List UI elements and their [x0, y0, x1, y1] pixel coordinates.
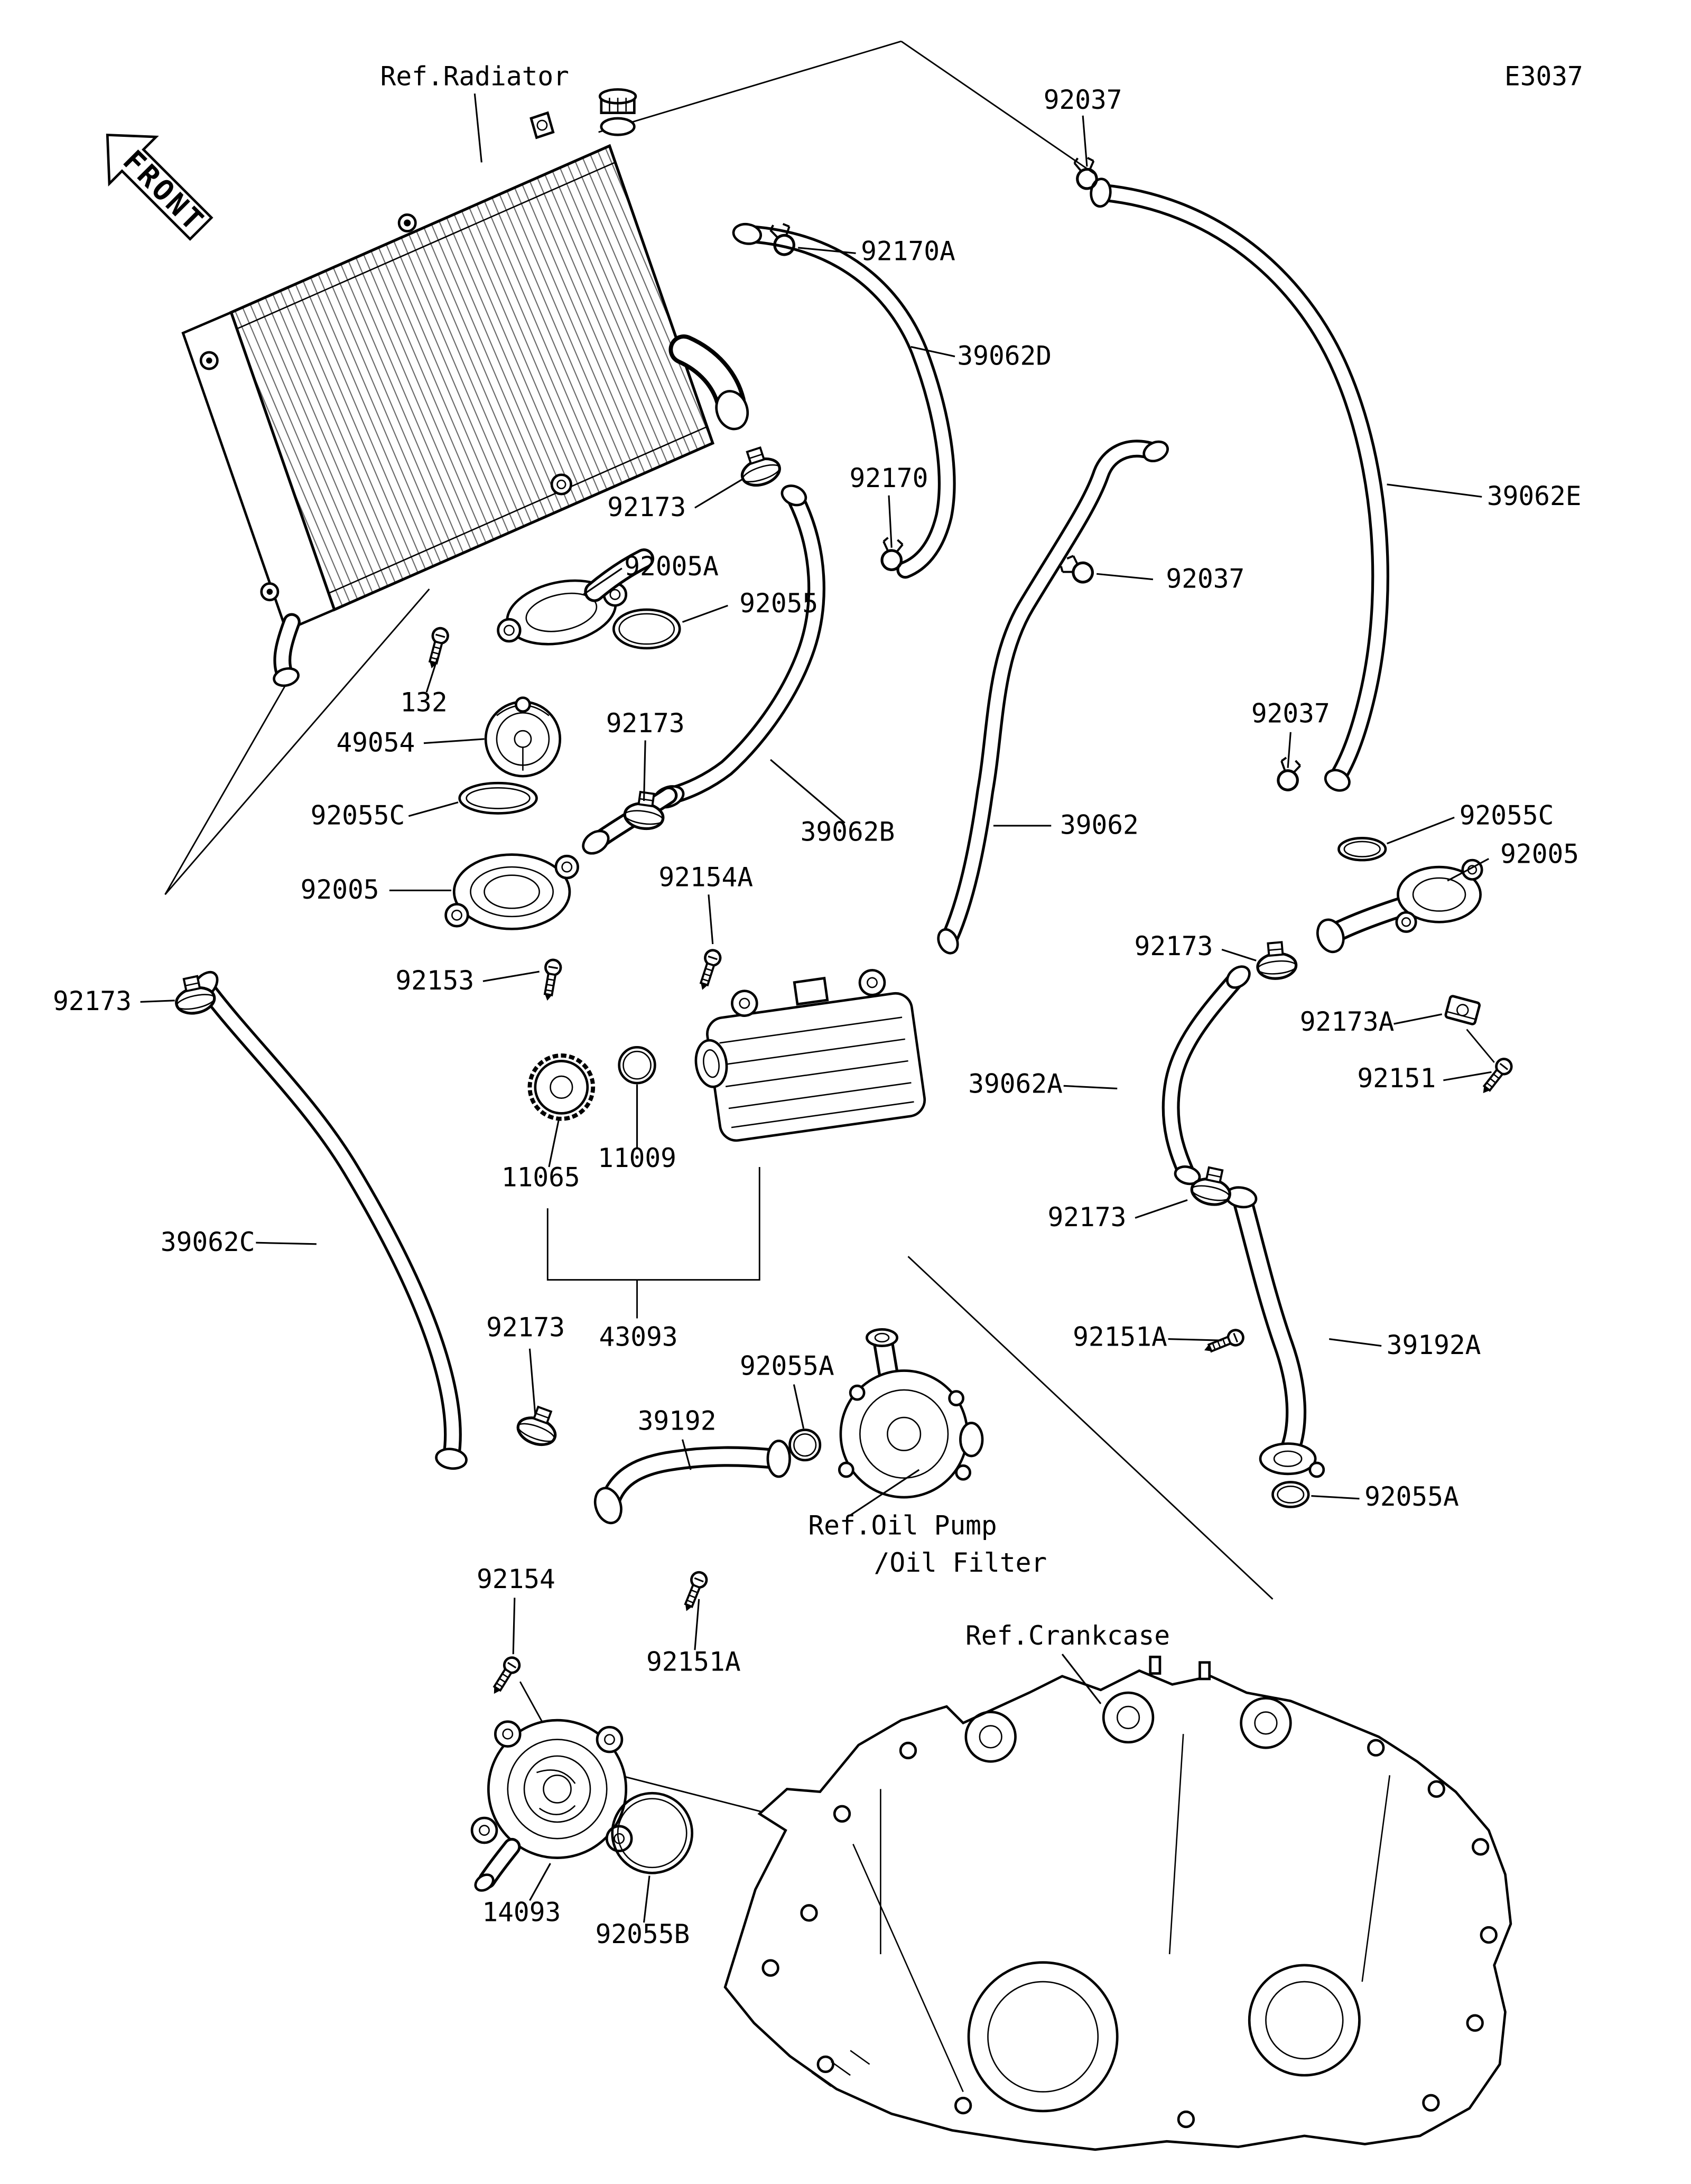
part-label-92151a-2: 92151A: [646, 1646, 741, 1677]
hose-39062: [937, 440, 1169, 955]
oring-92055b: [611, 1791, 694, 1874]
screw-132: [424, 627, 450, 670]
part-label-92055a-2: 92055A: [1364, 1481, 1459, 1512]
ref-oil-filter-label: /Oil Filter: [874, 1547, 1047, 1578]
hose-39062d: [732, 222, 956, 579]
cap-11065: [527, 1053, 596, 1121]
band-clamp-92173-3: [1256, 941, 1297, 980]
part-label-92005-2: 92005: [301, 874, 379, 905]
pipe-39192a: [1224, 1186, 1325, 1478]
ref-oil-pump-label: Ref.Oil Pump: [808, 1510, 997, 1541]
oring-92055: [612, 608, 681, 650]
part-label-92154: 92154: [477, 1564, 555, 1594]
part-label-92153: 92153: [395, 965, 474, 996]
pipe-39192: [593, 1440, 791, 1525]
band-clamp-92173-6: [514, 1403, 563, 1450]
diagram-code-label: E3037: [1504, 61, 1583, 91]
pump-cover-14093: [470, 1719, 633, 1892]
part-label-92037-1: 92037: [1044, 85, 1122, 115]
part-label-11009: 11009: [598, 1143, 676, 1173]
thermostat-cover-92005a: [497, 548, 655, 646]
oring-92055c-left: [458, 781, 538, 815]
part-label-11065: 11065: [501, 1162, 580, 1192]
screw-92153: [540, 959, 562, 1002]
oil-pump-drawing: [838, 1328, 984, 1499]
part-label-92005a: 92005A: [624, 551, 719, 582]
radiator-drawing: [181, 88, 749, 687]
part-label-39192: 39192: [638, 1405, 717, 1436]
part-label-92173-1: 92173: [607, 492, 686, 522]
part-label-39192a: 39192A: [1387, 1330, 1481, 1360]
part-label-92055b: 92055B: [596, 1919, 690, 1949]
part-label-92173-4: 92173: [53, 986, 132, 1016]
band-clamp-92173-1: [736, 444, 783, 490]
part-label-92055: 92055: [739, 588, 818, 619]
part-label-39062: 39062: [1060, 810, 1139, 841]
part-label-92037-2: 92037: [1166, 563, 1244, 594]
hose-39062a: [1162, 965, 1251, 1186]
part-label-132: 132: [400, 687, 447, 718]
oring-92055a-right: [1271, 1481, 1310, 1508]
part-label-92055c-2: 92055C: [1460, 800, 1554, 830]
part-label-92173-5: 92173: [1048, 1202, 1127, 1233]
hose-39062c: [191, 970, 468, 1470]
screw-92151a-2: [680, 1570, 709, 1614]
part-label-43093: 43093: [599, 1322, 678, 1352]
oring-11009: [618, 1046, 656, 1085]
ref-crankcase-label: Ref.Crankcase: [965, 1620, 1170, 1651]
part-label-39062a: 39062A: [968, 1068, 1063, 1099]
part-label-92154a: 92154A: [658, 862, 753, 893]
part-label-92173-2: 92173: [606, 708, 685, 739]
part-label-39062d: 39062D: [957, 340, 1052, 371]
crankcase-drawing: [723, 1655, 1512, 2151]
thermostat-49054: [484, 696, 562, 778]
housing-92005-left: [444, 853, 579, 930]
part-label-92151: 92151: [1357, 1063, 1436, 1094]
part-label-92173-3: 92173: [1135, 931, 1213, 962]
part-label-92055c-1: 92055C: [311, 800, 405, 830]
oring-92055a-left: [788, 1429, 822, 1462]
screw-92154: [488, 1655, 523, 1697]
screw-92151: [1477, 1056, 1515, 1098]
oring-92055c-right: [1337, 837, 1387, 862]
screw-92151a-1: [1202, 1328, 1246, 1357]
front-arrow-label: FRONT: [117, 144, 212, 239]
leader-lines: [140, 93, 1492, 1923]
screw-92154a: [695, 948, 722, 992]
part-label-39062c: 39062C: [161, 1227, 255, 1257]
part-label-92173a: 92173A: [1300, 1006, 1395, 1037]
front-arrow: FRONT: [106, 133, 213, 241]
hose-39062b: [653, 484, 825, 809]
part-label-92173-6: 92173: [486, 1312, 565, 1342]
part-label-39062e: 39062E: [1487, 481, 1582, 511]
part-label-92037-3: 92037: [1251, 698, 1330, 729]
ref-radiator-label: Ref.Radiator: [380, 61, 569, 91]
bracket-92173a: [1444, 995, 1481, 1025]
part-label-14093: 14093: [482, 1897, 561, 1927]
housing-92005-right: [1316, 858, 1483, 954]
part-label-92005-1: 92005: [1500, 838, 1579, 869]
part-label-92170a: 92170A: [861, 236, 955, 266]
part-label-92151a-1: 92151A: [1073, 1322, 1167, 1352]
part-label-92170: 92170: [850, 463, 928, 493]
hose-39062e: [1090, 178, 1389, 792]
water-pump-body: [694, 969, 926, 1142]
part-label-49054: 49054: [336, 727, 415, 758]
part-label-39062b: 39062B: [801, 817, 895, 847]
part-label-92055a-1: 92055A: [740, 1350, 834, 1381]
construction-lines: [164, 40, 1495, 1835]
